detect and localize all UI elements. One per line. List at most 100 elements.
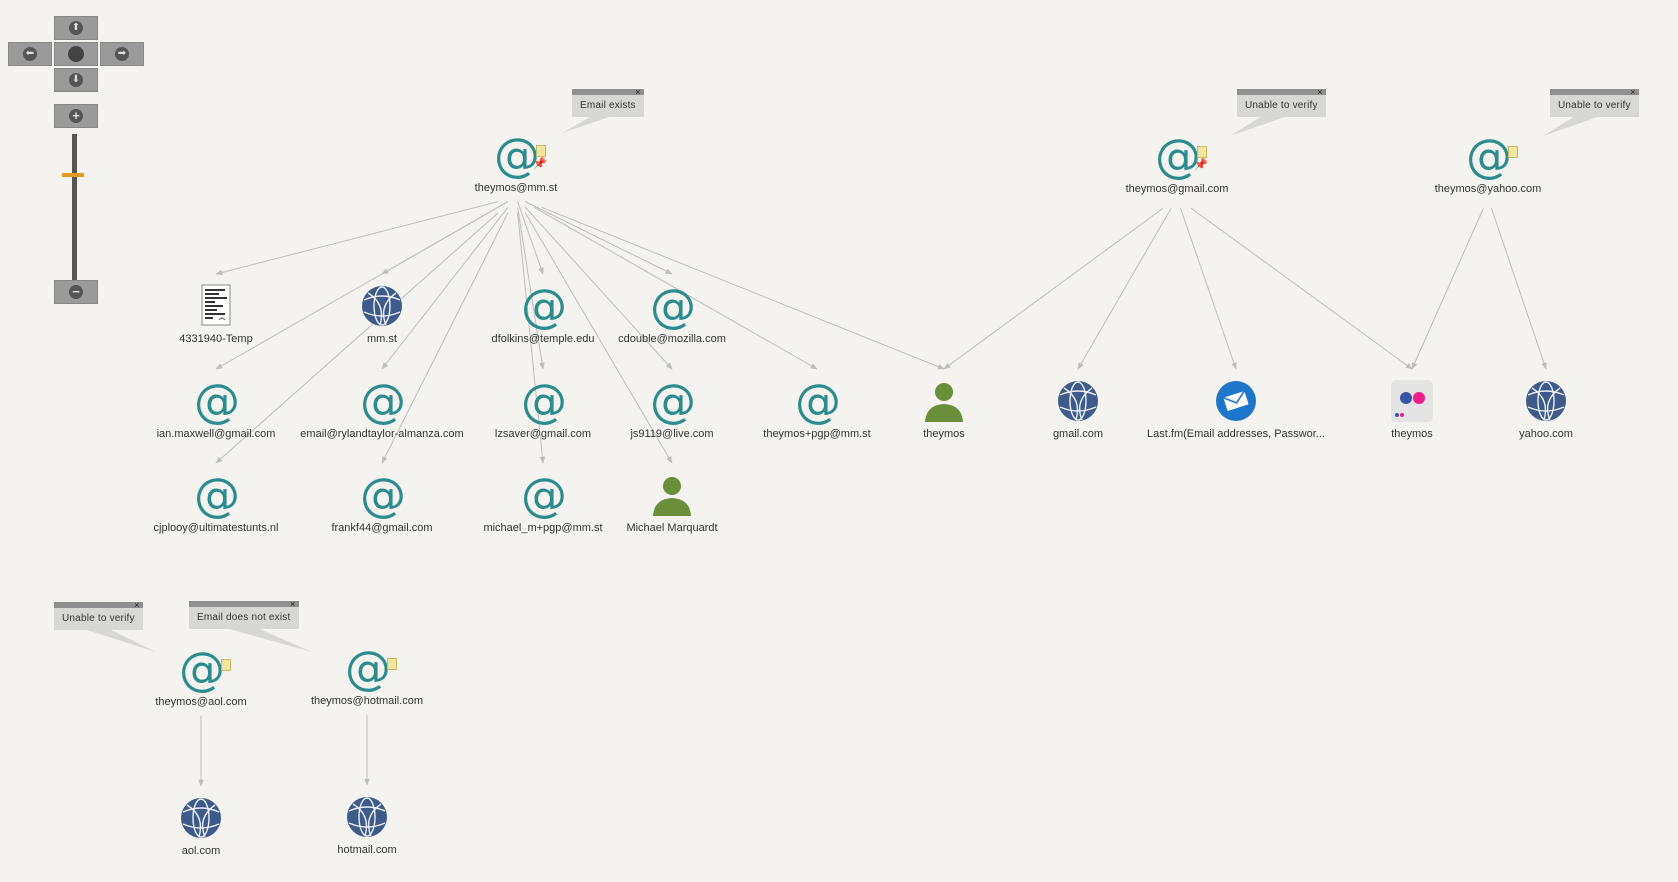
node-label: cjplooy@ultimatestunts.nl xyxy=(153,522,279,534)
email-at-icon: @ xyxy=(194,374,240,428)
close-icon[interactable]: × xyxy=(635,87,641,97)
note-icon[interactable] xyxy=(1508,146,1518,158)
email-at-icon: @ xyxy=(650,374,696,428)
email-at-icon: @ xyxy=(521,279,567,333)
pin-icon[interactable]: 📌 xyxy=(533,158,547,170)
zoom-out-button[interactable]: − xyxy=(54,280,98,304)
note-icon[interactable] xyxy=(387,658,397,670)
node-domain[interactable]: mm.st xyxy=(272,284,492,345)
close-icon[interactable]: × xyxy=(134,600,140,610)
callout-text: Unable to verify xyxy=(62,613,135,624)
callout-text: Unable to verify xyxy=(1558,100,1631,111)
plus-icon: + xyxy=(69,109,83,123)
node-email[interactable]: @lzsaver@gmail.com xyxy=(433,378,653,440)
status-callout: Email does not exist× xyxy=(189,599,312,652)
edge-arrow xyxy=(524,212,673,464)
edge-arrow xyxy=(541,206,945,370)
node-person[interactable]: theymos xyxy=(834,379,1054,440)
node-domain[interactable]: gmail.com xyxy=(968,379,1188,440)
arrow-left-icon: ⬅ xyxy=(23,47,37,61)
email-at-icon: @ xyxy=(360,374,406,428)
node-email[interactable]: @theymos@yahoo.com xyxy=(1378,133,1598,195)
node-email[interactable]: @cjplooy@ultimatestunts.nl xyxy=(106,468,326,534)
node-email[interactable]: @michael_m+pgp@mm.st xyxy=(433,472,653,534)
email-at-icon: @ xyxy=(179,646,231,692)
status-callout: Unable to verify × xyxy=(54,600,156,652)
status-callout: Unable to verify × xyxy=(1543,87,1639,136)
pan-center-button[interactable] xyxy=(54,42,98,66)
node-service[interactable]: Last.fm(Email addresses, Passwor... xyxy=(1126,379,1346,440)
edge-arrow xyxy=(517,212,546,464)
node-email[interactable]: @js9119@live.com xyxy=(562,374,782,440)
email-at-icon: @ xyxy=(650,279,696,333)
globe-icon xyxy=(1056,379,1100,423)
node-document[interactable]: 4331940-Temp xyxy=(106,284,326,345)
globe-icon xyxy=(179,796,223,840)
node-email[interactable]: @dfolkins@temple.edu xyxy=(433,279,653,345)
node-email[interactable]: @ian.maxwell@gmail.com xyxy=(106,374,326,440)
node-label: hotmail.com xyxy=(337,844,397,856)
node-email[interactable]: @ theymos@aol.com xyxy=(91,646,311,708)
edge-arrow xyxy=(1411,208,1484,370)
node-label: theymos@mm.st xyxy=(474,182,558,194)
note-icon[interactable] xyxy=(221,659,231,671)
node-domain[interactable]: hotmail.com xyxy=(257,795,477,856)
person-icon xyxy=(922,379,966,423)
node-email[interactable]: @frankf44@gmail.com xyxy=(272,468,492,534)
person-icon xyxy=(650,473,694,517)
close-icon[interactable]: × xyxy=(1630,87,1636,97)
edge-arrow xyxy=(517,207,545,370)
node-label: theymos@hotmail.com xyxy=(310,695,424,707)
node-person[interactable]: Michael Marquardt xyxy=(562,473,782,534)
email-at-icon: @ xyxy=(360,468,406,522)
pin-icon[interactable]: 📌 xyxy=(1194,159,1208,171)
node-domain[interactable]: yahoo.com xyxy=(1436,379,1656,440)
node-label: cdouble@mozilla.com xyxy=(618,333,726,345)
node-email[interactable]: @email@rylandtaylor-almanza.com xyxy=(272,374,492,440)
pan-right-button[interactable]: ➡ xyxy=(100,42,144,66)
email-at-icon: @📌 xyxy=(1155,129,1208,183)
zoom-in-button[interactable]: + xyxy=(54,104,98,128)
zoom-slider-handle[interactable] xyxy=(62,173,84,178)
node-label: theymos@aol.com xyxy=(155,696,247,708)
email-at-icon: @📌 xyxy=(494,128,547,182)
edge-arrow xyxy=(517,201,544,275)
node-label: theymos xyxy=(923,428,965,440)
note-icon[interactable] xyxy=(1197,146,1207,158)
node-email[interactable]: @cdouble@mozilla.com xyxy=(562,279,782,345)
node-label: gmail.com xyxy=(1052,428,1104,440)
node-label: frankf44@gmail.com xyxy=(331,522,433,534)
node-label: lzsaver@gmail.com xyxy=(494,428,592,440)
node-flickr[interactable]: theymos xyxy=(1302,379,1522,440)
pan-left-button[interactable]: ⬅ xyxy=(8,42,52,66)
callout-text: Email exists xyxy=(580,100,636,111)
node-label: Michael Marquardt xyxy=(626,522,718,534)
pan-up-button[interactable]: ⬆ xyxy=(54,16,98,40)
edge-arrow xyxy=(1180,208,1237,370)
node-label: dfolkins@temple.edu xyxy=(491,333,595,345)
node-email[interactable]: @📌theymos@gmail.com xyxy=(1067,129,1287,195)
edge-arrow xyxy=(381,207,509,370)
edge-arrow xyxy=(1491,208,1547,370)
node-email[interactable]: @theymos@hotmail.com xyxy=(257,645,477,707)
arrow-down-icon: ⬇ xyxy=(69,73,83,87)
close-icon[interactable]: × xyxy=(290,599,296,609)
arrow-up-icon: ⬆ xyxy=(69,21,83,35)
globe-icon xyxy=(345,795,389,839)
node-email[interactable]: @theymos+pgp@mm.st xyxy=(707,374,927,440)
pan-down-button[interactable]: ⬇ xyxy=(54,68,98,92)
email-at-icon: @ xyxy=(795,374,841,428)
node-label: theymos@yahoo.com xyxy=(1434,183,1542,195)
flickr-icon xyxy=(1390,379,1434,423)
close-icon[interactable]: × xyxy=(1317,87,1323,97)
node-label: 4331940-Temp xyxy=(179,333,253,345)
zoom-slider-track[interactable] xyxy=(72,134,77,282)
edge-arrow xyxy=(1077,208,1172,370)
node-domain[interactable]: aol.com xyxy=(91,796,311,857)
node-email[interactable]: @📌theymos@mm.st xyxy=(406,128,626,194)
note-icon[interactable] xyxy=(536,145,546,157)
edge-arrow xyxy=(533,206,818,370)
email-at-icon: @ xyxy=(194,468,240,522)
